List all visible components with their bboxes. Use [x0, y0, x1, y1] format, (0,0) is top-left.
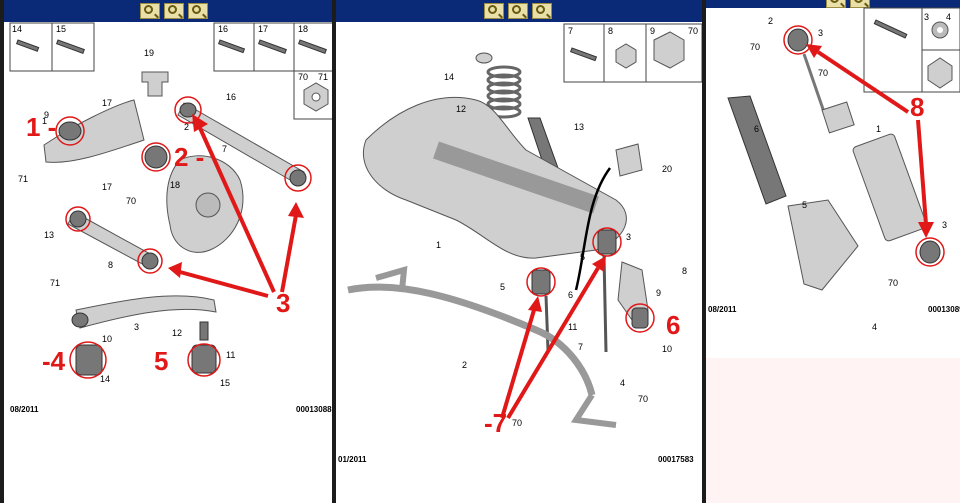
part-number-label: 71 [18, 174, 28, 184]
part-number-label: 2 [184, 122, 189, 132]
zoom-in-icon[interactable] [484, 3, 504, 19]
part-number-label: 4 [946, 12, 951, 22]
fit-icon[interactable] [188, 3, 208, 19]
part-number-label: 12 [456, 104, 466, 114]
part-number-label: 6 [568, 290, 573, 300]
part-number-label: 1 [42, 116, 47, 126]
part-number-label: 71 [50, 278, 60, 288]
panel-toolbar [706, 0, 960, 8]
part-number-label: 14 [444, 72, 454, 82]
part-number-label: 3 [626, 232, 631, 242]
panel-toolbar [4, 0, 332, 22]
shock-labels: 3 4 2 3 70 70 6 1 5 3 70 4 8 08/2011 00013089 [708, 12, 960, 332]
callout-number: -7 [484, 408, 507, 438]
part-number-label: 7 [222, 144, 227, 154]
part-number-label: 2 [768, 16, 773, 26]
part-number-label: 13 [44, 230, 54, 240]
part-number-label: 70 [638, 394, 648, 404]
zoom-out-icon[interactable] [850, 0, 870, 8]
shock-drawing [727, 7, 960, 291]
part-number-label: 15 [56, 24, 66, 34]
part-number-label: 1 [436, 240, 441, 250]
part-number-label: 10 [662, 344, 672, 354]
diagram-date: 08/2011 [10, 405, 39, 414]
part-number-label: 8 [682, 266, 687, 276]
part-number-label: 8 [108, 260, 113, 270]
part-number-label: 9 [650, 26, 655, 36]
part-number-label: 70 [818, 68, 828, 78]
rear-arm-drawing [9, 22, 332, 379]
part-number-label: 2 [462, 360, 467, 370]
callout-number: 6 [666, 310, 680, 340]
zoom-out-icon[interactable] [164, 3, 184, 19]
part-number-label: 5 [500, 282, 505, 292]
zoom-out-icon[interactable] [508, 3, 528, 19]
diagram-date: 08/2011 [708, 305, 737, 314]
part-number-label: 17 [102, 98, 112, 108]
subframe-drawing [347, 23, 702, 428]
zoom-in-icon[interactable] [140, 3, 160, 19]
part-number-label: 70 [298, 72, 308, 82]
part-number-label: 71 [318, 72, 328, 82]
diagram-reference: 00017583 [658, 455, 694, 464]
part-number-label: 9 [44, 110, 49, 120]
shock-diagram-panel: 3 4 2 3 70 70 6 1 5 3 70 4 8 08/2011 00013089 [706, 0, 960, 503]
part-number-label: 19 [144, 48, 154, 58]
callout-number: -4 [42, 346, 66, 376]
part-number-label: 4 [872, 322, 877, 332]
diagram-reference: 00013089 [928, 305, 960, 314]
fit-icon[interactable] [532, 3, 552, 19]
part-number-label: 14 [12, 24, 22, 34]
part-number-label: 11 [226, 350, 235, 360]
panel-toolbar [336, 0, 702, 22]
part-number-label: 16 [218, 24, 228, 34]
part-number-label: 5 [580, 252, 585, 262]
part-number-label: 4 [620, 378, 625, 388]
part-number-label: 17 [102, 182, 112, 192]
part-number-label: 15 [220, 378, 230, 388]
part-number-label: 70 [888, 278, 898, 288]
part-number-label: 20 [662, 164, 672, 174]
part-number-label: 7 [578, 342, 583, 352]
callout-number: 5 [154, 346, 168, 376]
part-number-label: 17 [258, 24, 268, 34]
part-number-label: 3 [134, 322, 139, 332]
part-number-label: 18 [298, 24, 308, 34]
part-number-label: 3 [924, 12, 929, 22]
panel-footer-blank [706, 358, 960, 503]
part-number-label: 6 [754, 124, 759, 134]
part-number-label: 70 [688, 26, 698, 36]
part-number-label: 16 [226, 92, 236, 102]
diagram-date: 01/2011 [338, 455, 367, 464]
callout-number: 1 - [26, 112, 56, 142]
part-number-label: 3 [818, 28, 823, 38]
part-number-label: 13 [574, 122, 584, 132]
part-number-label: 70 [750, 42, 760, 52]
part-number-label: 9 [656, 288, 661, 298]
part-number-label: 5 [802, 200, 807, 210]
part-number-label: 1 [876, 124, 881, 134]
part-number-label: 10 [102, 334, 112, 344]
part-number-label: 12 [172, 328, 182, 338]
part-number-label: 11 [568, 322, 577, 332]
zoom-in-icon[interactable] [826, 0, 846, 8]
part-number-label: 70 [126, 196, 136, 206]
part-number-label: 70 [512, 418, 522, 428]
part-number-label: 7 [568, 26, 573, 36]
part-number-label: 3 [942, 220, 947, 230]
diagram-reference: 00013088 [296, 405, 332, 414]
callout-number: 2 - [174, 142, 204, 172]
rear-arm-labels: 14 15 16 17 18 70 71 19 16 17 91 71 18 17 70 13 8 7 71 10 3 1… [10, 24, 332, 414]
part-number-label: 14 [100, 374, 110, 384]
part-number-label: 8 [608, 26, 613, 36]
callout-number: 8 [910, 92, 924, 122]
callout-number: 3 [276, 288, 290, 318]
part-number-label: 18 [170, 180, 180, 190]
